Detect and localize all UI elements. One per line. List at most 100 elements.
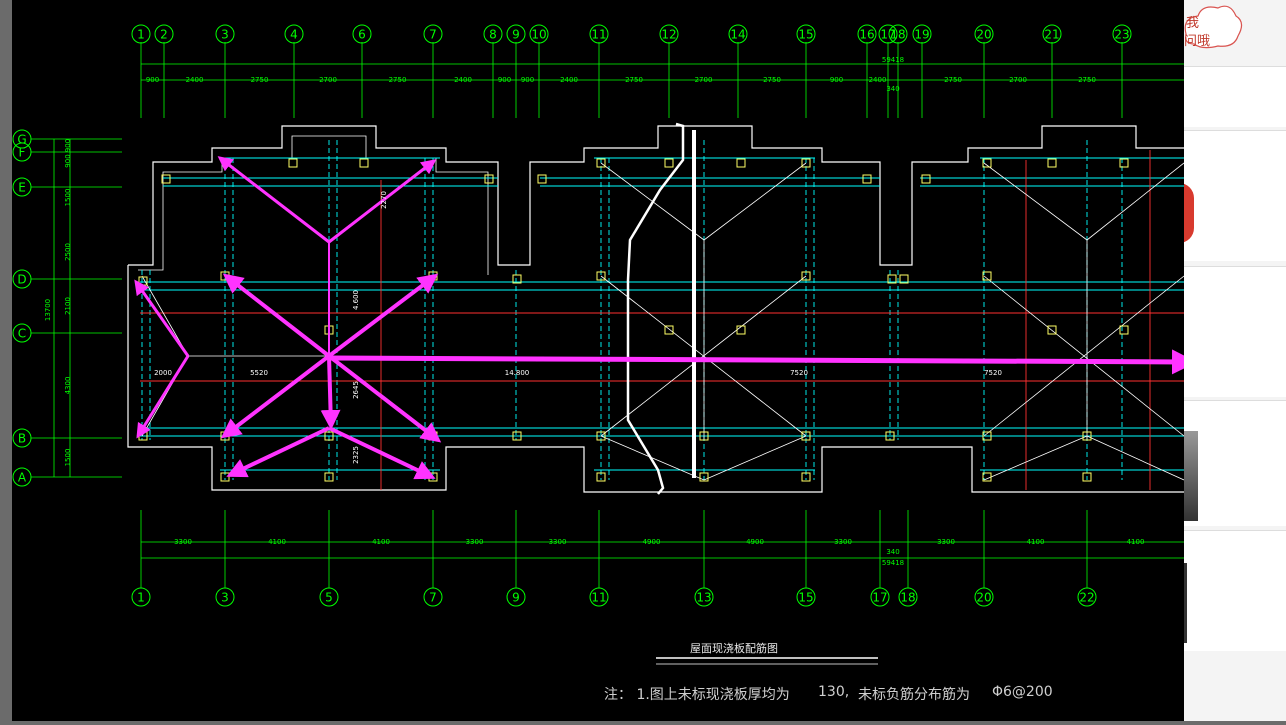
axis-label-top: 7 — [429, 28, 437, 42]
top-dim-text: 900 — [498, 76, 511, 84]
column — [484, 174, 494, 184]
panel-card-2[interactable] — [1184, 130, 1286, 261]
cloud-text-line-1: 我 — [1186, 16, 1200, 31]
left-dim-text: 900 — [64, 154, 72, 167]
axis-label-top: 2 — [160, 28, 168, 42]
bottom-dim-text: 4900 — [746, 538, 764, 546]
arrow-left-up — [134, 279, 190, 357]
axis-bubble-bottom — [870, 587, 890, 607]
axis-label-top: 15 — [798, 28, 813, 42]
bottom-dim-text: 4100 — [372, 538, 390, 546]
inner-dim-text-vertical: 2645 — [352, 381, 360, 399]
yield-line — [983, 435, 1088, 481]
axis-bubble-left — [12, 428, 32, 448]
column — [512, 274, 522, 284]
title-underline — [656, 657, 878, 665]
top-dim-text: 2700 — [319, 76, 337, 84]
axis-label-top: 11 — [591, 28, 606, 42]
break-line-left — [626, 122, 685, 495]
red-reference-lines — [140, 150, 1184, 490]
axis-bubble-bottom — [319, 587, 339, 607]
top-dim-text: 2700 — [695, 76, 713, 84]
bottom-dim-text: 4100 — [1127, 538, 1145, 546]
column — [512, 431, 522, 441]
axis-label-bottom: 1 — [137, 591, 145, 605]
bottom-dim-text: 4100 — [268, 538, 286, 546]
inner-dim-text: 14.800 — [505, 369, 530, 377]
arrow-bottom-left — [226, 426, 330, 478]
yield-line — [600, 435, 705, 481]
panel-glyph — [1184, 563, 1195, 643]
axis-label-top: 20 — [976, 28, 991, 42]
arrow-upper-left — [217, 156, 330, 244]
axis-bubble-left — [12, 323, 32, 343]
arrow-mid-upper-right — [327, 273, 439, 358]
axis-label-top: 9 — [512, 28, 520, 42]
top-dim-text: 2750 — [625, 76, 643, 84]
axis-bubble-left — [12, 269, 32, 289]
panel-card-3[interactable] — [1184, 266, 1286, 397]
column — [1047, 158, 1057, 168]
column — [664, 325, 674, 335]
axis-bubble-top — [974, 24, 994, 44]
top-dim-text: 900 — [146, 76, 159, 84]
column — [359, 158, 369, 168]
axis-label-top: 21 — [1044, 28, 1059, 42]
axis-label-top: 14 — [730, 28, 745, 42]
note-middle: 未标负筋分布筋为 — [858, 687, 970, 703]
axis-bubble-top — [215, 24, 235, 44]
left-dim-text: 900 — [64, 139, 72, 152]
note-thickness: 130, — [818, 684, 850, 700]
axis-label-top: 6 — [358, 28, 366, 42]
axis-bubble-bottom — [974, 587, 994, 607]
axis-bubble-top — [529, 24, 549, 44]
axis-label-top: 19 — [914, 28, 929, 42]
axis-bubble-top — [728, 24, 748, 44]
column — [324, 431, 334, 441]
arrow-down — [320, 355, 341, 430]
arrow-mid-lower-right — [327, 354, 442, 443]
inner-dim-text: 7520 — [984, 369, 1002, 377]
column — [982, 158, 992, 168]
column — [801, 431, 811, 441]
axis-label-top: 23 — [1114, 28, 1129, 42]
dimension-lines — [53, 63, 1184, 559]
slab-yield-lines — [141, 162, 1185, 481]
panel-card-4[interactable] — [1184, 400, 1286, 526]
cloud-icon[interactable] — [1184, 0, 1286, 60]
axis-label-bottom: 11 — [591, 591, 606, 605]
top-dim-text: 2750 — [1078, 76, 1096, 84]
column — [161, 174, 171, 184]
cloud-text-line-2: 问哦 — [1184, 34, 1211, 49]
axis-bubble-top — [888, 24, 908, 44]
bottom-dim-text: 3300 — [937, 538, 955, 546]
right-side-panel: 我 问哦 — [1184, 0, 1286, 721]
top-total-text: 59418 — [882, 56, 904, 64]
axis-bubble-top — [506, 24, 526, 44]
panel-card-1[interactable] — [1184, 66, 1286, 127]
axis-label-left: A — [18, 471, 27, 485]
beam-lines — [140, 140, 1184, 480]
axis-bubble-top — [796, 24, 816, 44]
axis-bubble-bottom — [694, 587, 714, 607]
columns — [138, 158, 1129, 482]
yield-line — [983, 162, 1088, 241]
outline-inner — [138, 135, 489, 275]
bottom-dim-text: 4900 — [643, 538, 661, 546]
arrow-bottom-right — [328, 426, 436, 480]
axis-bubble-top — [589, 24, 609, 44]
outline-bottom — [127, 265, 1184, 493]
axis-label-bottom: 15 — [798, 591, 813, 605]
column — [537, 174, 547, 184]
axis-label-left: F — [19, 146, 26, 160]
axis-label-bottom: 7 — [429, 591, 437, 605]
axis-bubble-top — [352, 24, 372, 44]
column — [699, 472, 709, 482]
top-dim-text: 2400 — [454, 76, 472, 84]
panel-card-5[interactable] — [1184, 530, 1286, 651]
column — [699, 431, 709, 441]
axis-bubble-bottom — [215, 587, 235, 607]
